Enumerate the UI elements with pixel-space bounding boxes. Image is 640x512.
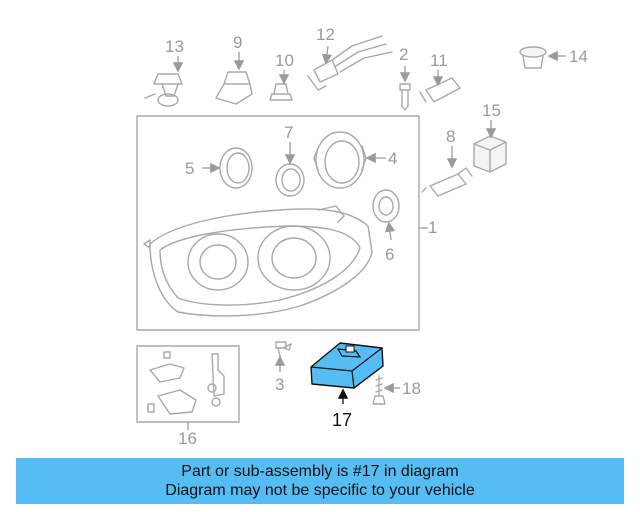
plug-14-icon [519,46,566,69]
callout-7: 7 [284,123,293,142]
bulb-8-icon [421,146,473,197]
callout-17: 17 [332,410,352,430]
parts-diagram: 13 9 10 12 2 11 14 15 [136,25,588,448]
callout-3: 3 [275,375,284,394]
bulb-11-icon [419,70,461,103]
socket-harness-12-icon [307,35,393,91]
ring-5-icon [202,147,253,189]
bolt-18-icon [372,375,400,405]
callout-15: 15 [482,101,501,120]
bracket-kit-16-frame [136,345,240,430]
info-banner: Part or sub-assembly is #17 in diagram D… [16,458,624,504]
callout-1: 1 [428,218,437,237]
callout-10: 10 [275,51,294,70]
callout-14: 14 [569,47,588,66]
headlamp-body-icon [143,205,373,317]
callout-13: 13 [165,37,184,56]
callout-12: 12 [316,25,335,44]
bulb-13-icon [144,56,184,107]
ring-7-icon [275,142,305,197]
screw-3-icon [274,341,292,372]
callout-5: 5 [185,159,194,178]
screw-2-icon [399,66,411,111]
control-module-17-icon [310,342,384,404]
callout-4: 4 [388,149,397,168]
relay-15-icon [473,120,507,173]
callout-16: 16 [178,429,197,448]
callout-2: 2 [399,45,408,64]
callout-8: 8 [446,127,455,146]
bulb-9-icon [215,52,253,105]
callout-11: 11 [430,51,448,70]
banner-line-2: Diagram may not be specific to your vehi… [165,482,475,499]
callout-18: 18 [402,379,421,398]
headlamp-assembly-frame [136,115,428,331]
housing-4-icon [313,131,386,189]
bulb-10-icon [269,70,293,101]
banner-line-1: Part or sub-assembly is #17 in diagram [181,463,459,480]
callout-6: 6 [385,245,394,264]
cap-6-icon [372,189,400,241]
callout-9: 9 [233,33,242,52]
